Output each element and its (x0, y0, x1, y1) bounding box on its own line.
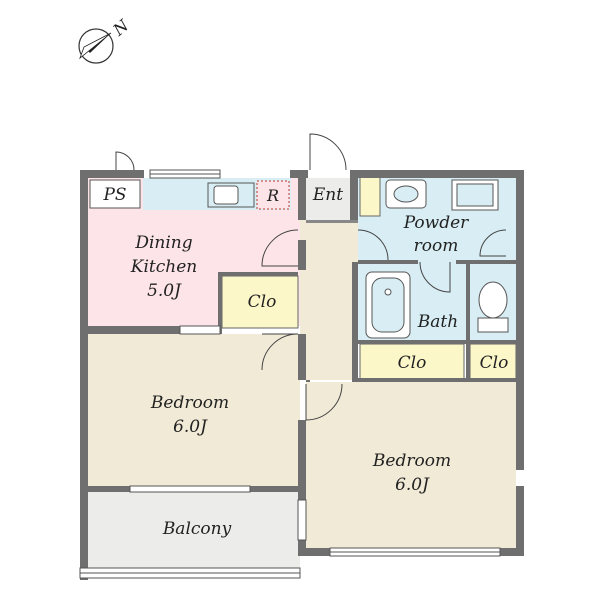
toilet-tank (477, 317, 509, 333)
dining-kitchen-label-2: Kitchen (130, 257, 197, 277)
powder-room-label-1: Powder (403, 213, 469, 233)
bedroom-right-size: 6.0J (395, 475, 430, 495)
closet-right-label: Clo (480, 353, 509, 373)
bathtub-drain-icon (384, 288, 392, 296)
hallway (300, 220, 358, 380)
powder-room-label-2: room (414, 236, 459, 256)
washer-pan-inner (456, 183, 494, 207)
balcony-area (88, 492, 300, 568)
bathtub-basin (371, 277, 405, 333)
bedroom-right-area (306, 382, 516, 548)
balcony-label: Balcony (162, 519, 232, 539)
toilet-bowl (478, 281, 508, 319)
closet-dk-label: Clo (248, 292, 277, 312)
entrance-floor (306, 178, 358, 222)
dining-kitchen-label-1: Dining (134, 233, 192, 253)
entrance-label: Ent (312, 185, 343, 205)
refrigerator-box (256, 180, 290, 210)
bedroom-right-label: Bedroom (372, 451, 451, 471)
compass-icon: N (78, 15, 133, 64)
sink-basin (213, 185, 239, 205)
closet-dk (221, 275, 299, 329)
dining-kitchen-size: 5.0J (147, 281, 182, 301)
bedroom-left-size: 6.0J (173, 417, 208, 437)
windows (79, 169, 501, 579)
bath-label: Bath (417, 312, 458, 332)
refrigerator-label: R (266, 186, 279, 205)
closet-mid-label: Clo (398, 353, 427, 373)
ps-label: PS (102, 185, 126, 205)
bedroom-left-area (88, 334, 300, 486)
ps-box (89, 179, 141, 209)
closet-mid (359, 343, 465, 381)
washbasin-bowl (393, 185, 419, 203)
bedroom-left-label: Bedroom (150, 393, 229, 413)
north-label: N (109, 15, 133, 40)
shoe-cabinet (359, 175, 381, 217)
doors (115, 133, 507, 421)
